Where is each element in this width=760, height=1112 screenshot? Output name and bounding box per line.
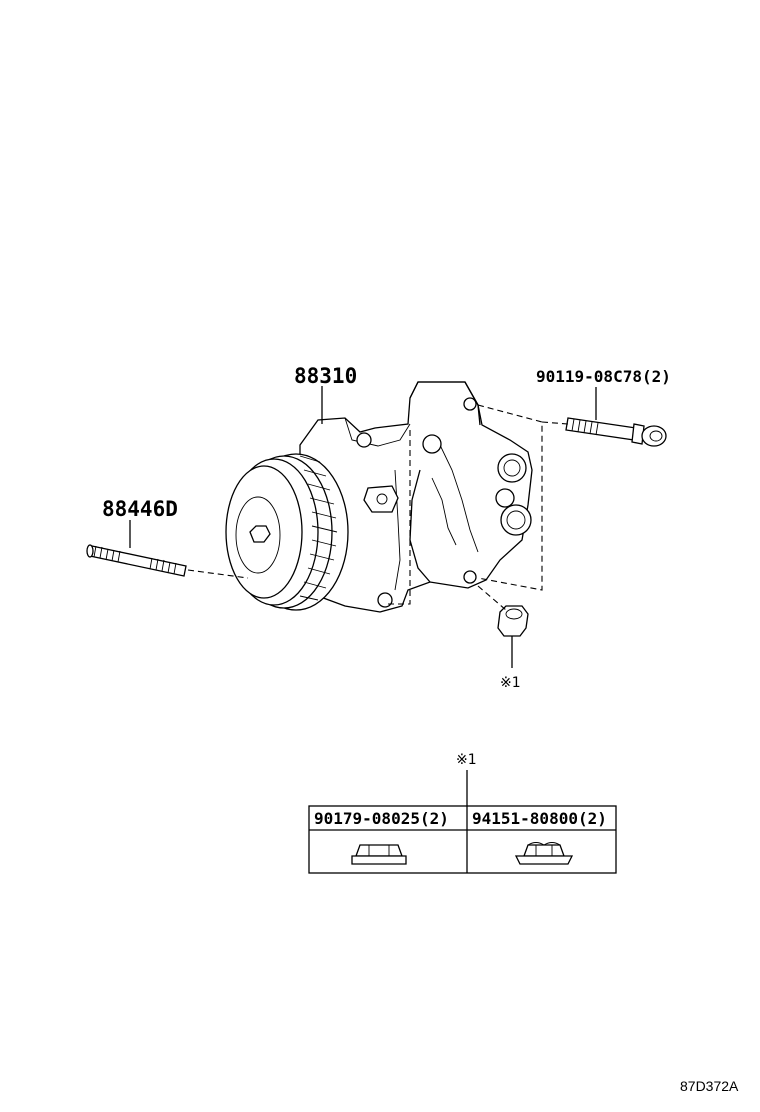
parts-table — [308, 805, 617, 874]
nut-dash-line — [477, 585, 507, 611]
mounting-dash-frame — [477, 404, 543, 591]
table-col2-part: 94151-80800(2) — [472, 809, 607, 828]
figure-code: 87D372A — [680, 1078, 739, 1094]
table-col1-part: 90179-08025(2) — [314, 809, 449, 828]
compressor-illustration — [225, 381, 533, 613]
stud-dash-line — [187, 569, 249, 579]
rear-dash-lower — [388, 430, 411, 605]
part-label-88310: 88310 — [294, 364, 357, 388]
flange-nut-icon — [514, 842, 574, 865]
table-ref-mark: ※1 — [456, 752, 477, 768]
stud-bolt-illustration — [86, 544, 187, 577]
part-label-88446D: 88446D — [102, 497, 178, 521]
part-label-90119-08C78: 90119-08C78(2) — [536, 367, 671, 386]
hex-nut-icon — [351, 844, 407, 865]
nut-ref-mark: ※1 — [500, 675, 521, 691]
bolt-dash-line — [541, 421, 569, 425]
nut-illustration — [497, 605, 529, 637]
flange-bolt-illustration — [565, 417, 667, 447]
